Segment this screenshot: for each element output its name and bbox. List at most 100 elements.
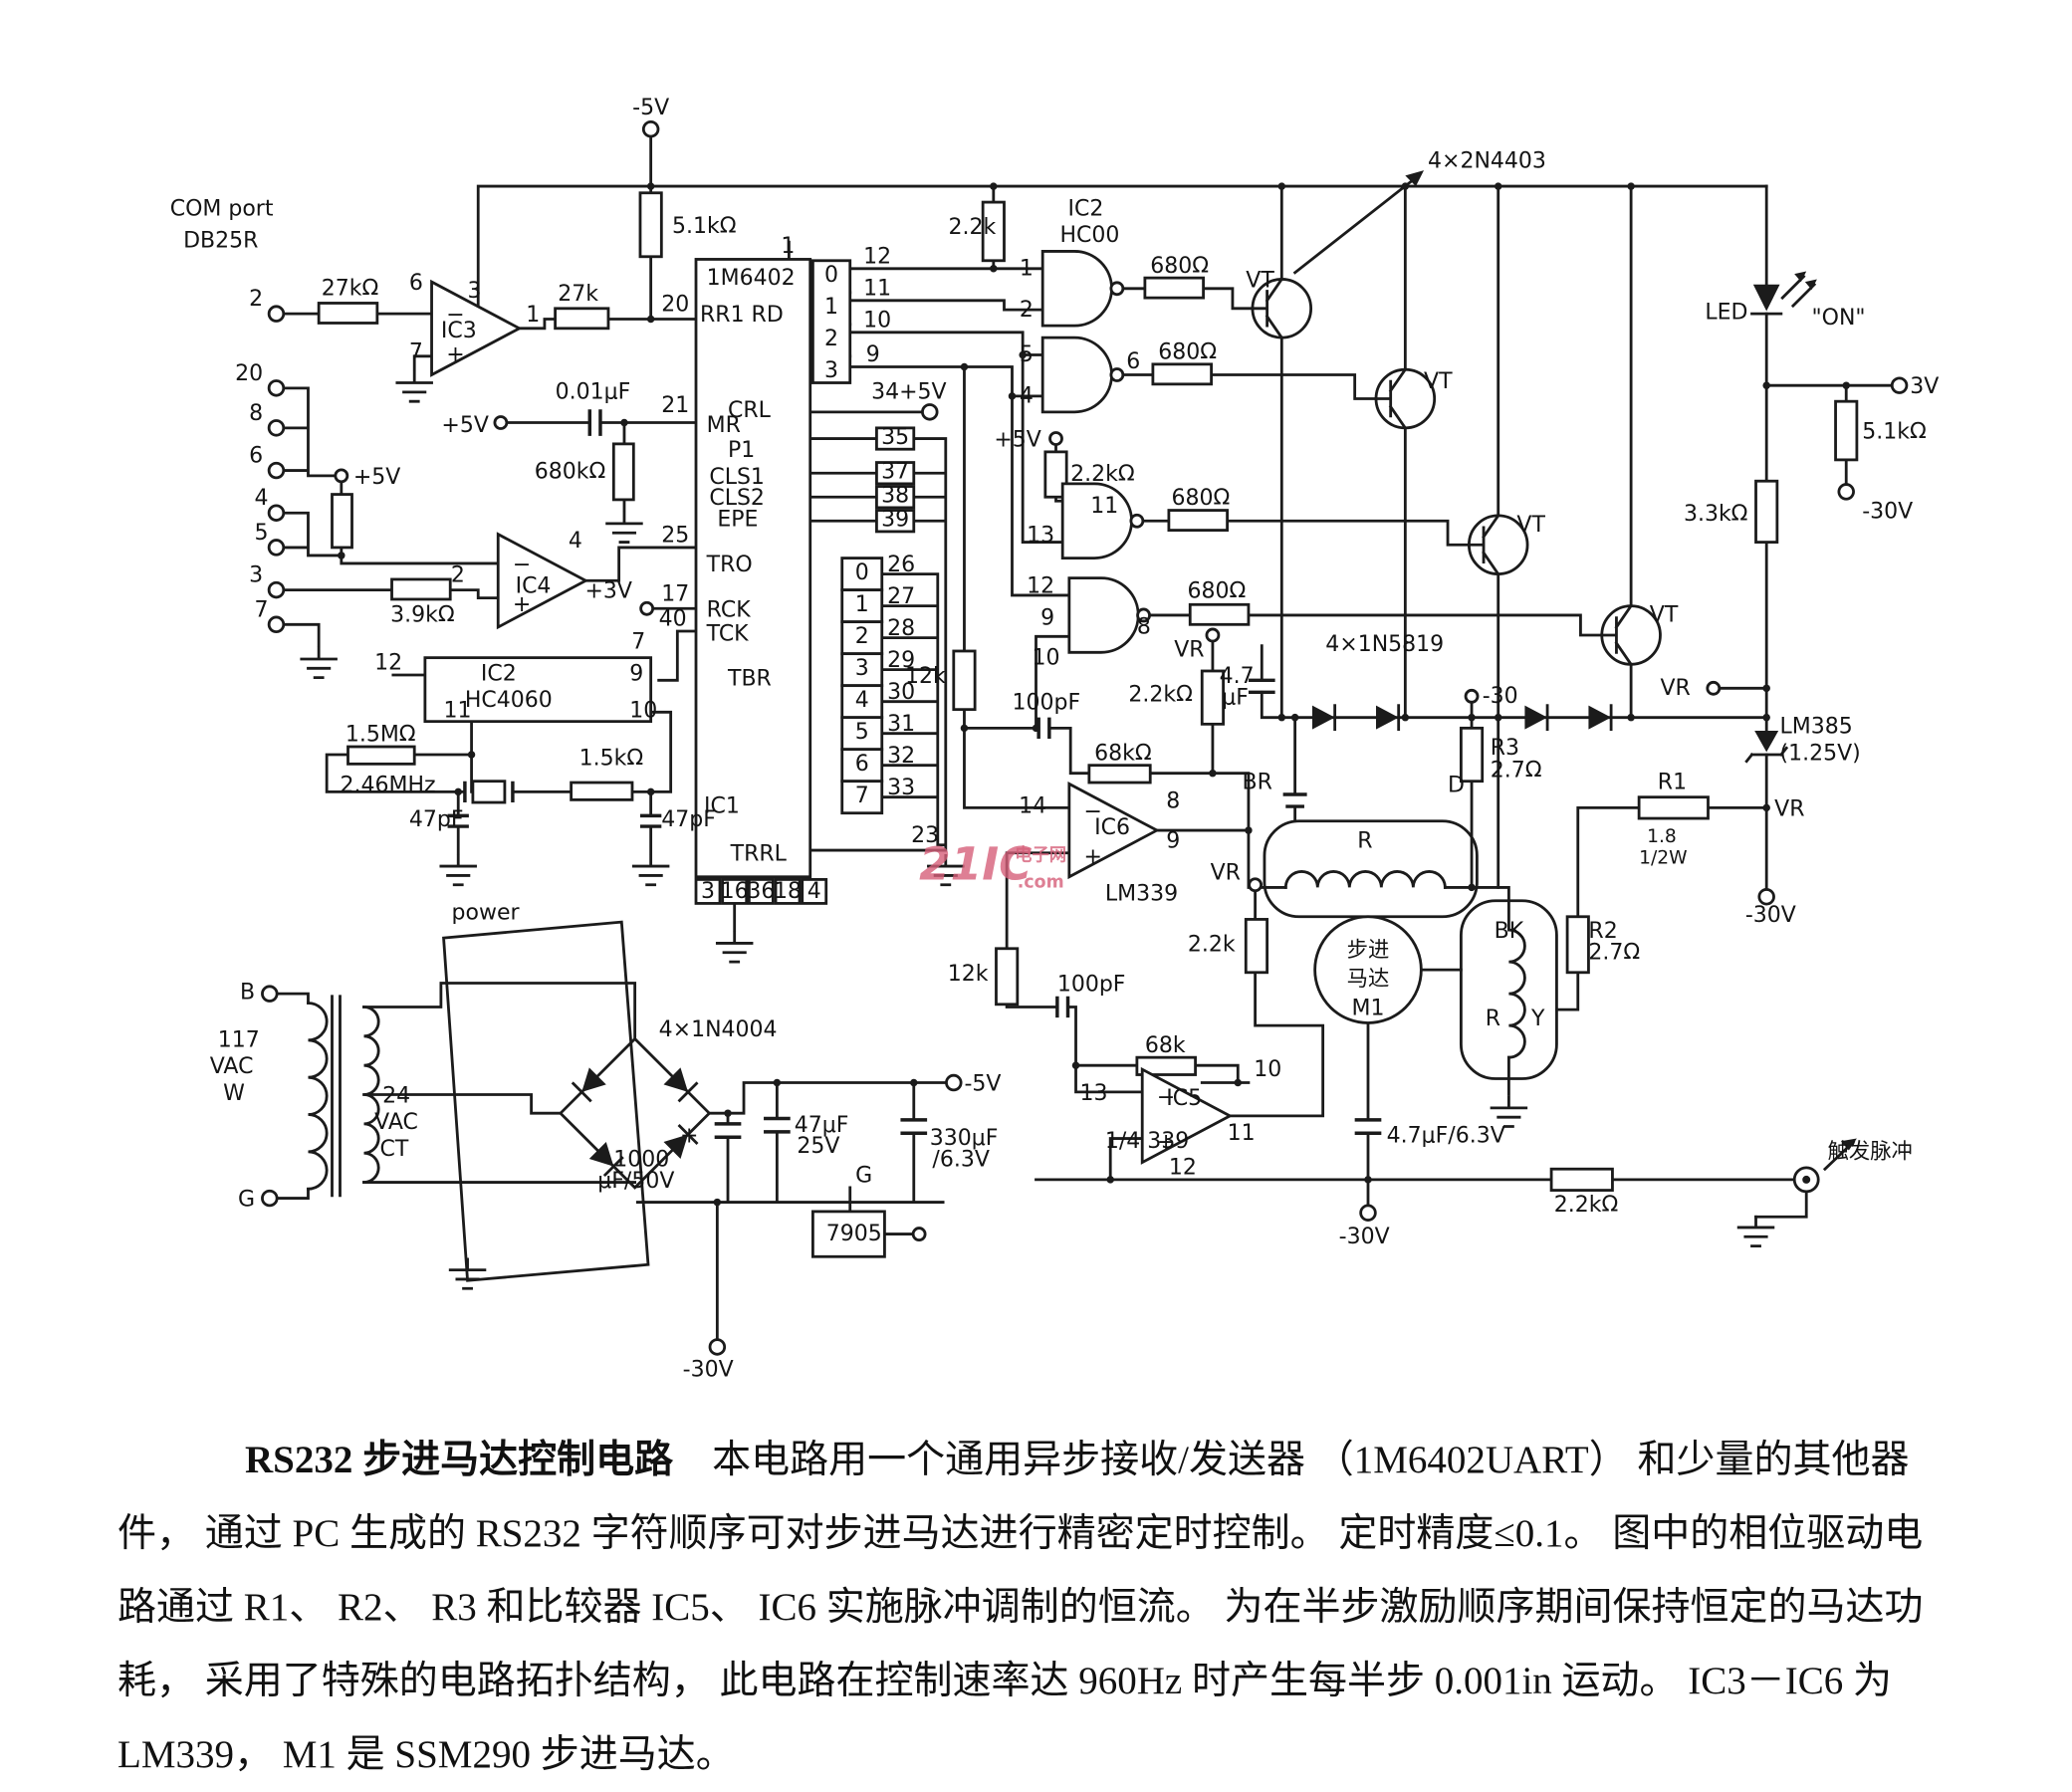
schematic-label: G (238, 1188, 255, 1213)
schematic-label: R (1357, 828, 1372, 853)
terminal-neg30v-right (1837, 483, 1855, 501)
schematic-label: 47pF (661, 807, 716, 832)
schematic-label: 23 (911, 823, 939, 848)
terminal-neg5v-out (945, 1073, 963, 1092)
resistor-5.1k-top (638, 191, 663, 259)
resistor-2.2k-rail (981, 200, 1006, 263)
schematic-label: W (223, 1081, 245, 1106)
resistor-2.2k-trigger (1549, 1167, 1614, 1192)
schematic-label: 680Ω (1172, 486, 1231, 511)
schematic-label: VT (1246, 268, 1274, 293)
schematic-label: (1.25V) (1780, 741, 1861, 766)
schematic-label: 31 (887, 712, 915, 737)
schematic-label: 1/2W (1639, 847, 1687, 868)
schematic-label: 马达 (1347, 967, 1390, 992)
wires-gate-outputs (1120, 287, 1604, 776)
schematic-label: 1M6402 (707, 266, 796, 291)
schematic-label: 2 (249, 287, 263, 312)
ground-symbol (395, 370, 433, 403)
schematic-label: 7 (855, 784, 869, 808)
schematic-label: Y (1530, 1007, 1545, 1031)
ground-symbol (1736, 1215, 1775, 1247)
terminal-neg30v-r1 (1757, 888, 1775, 906)
schematic-label: 13 (1027, 524, 1054, 549)
schematic-label: + (513, 592, 531, 617)
schematic-label: /6.3V (932, 1148, 989, 1173)
schematic-label: 3 (855, 656, 869, 681)
schematic-label: 68kΩ (1094, 741, 1152, 766)
transistor-vt3 (1467, 513, 1529, 576)
resistor-3.3k (1754, 479, 1779, 544)
schematic-label: VR (1174, 637, 1204, 662)
diode-1n5819-3 (1523, 704, 1549, 732)
watermark-text: .com (1018, 872, 1064, 892)
ground-symbol (1490, 1095, 1528, 1128)
resistor-2.2k-motor (1244, 918, 1269, 975)
schematic-label: μF (1222, 685, 1249, 710)
terminal-neg30-r3 (1464, 688, 1480, 704)
schematic-label: 40 (659, 607, 687, 632)
terminal-b (261, 985, 279, 1003)
junction-dots (338, 182, 1850, 1207)
schematic-label: -30V (683, 1357, 734, 1382)
schematic-label: 6 (409, 271, 423, 296)
schematic-label: 8 (249, 401, 263, 426)
schematic-label: IC5 (1166, 1086, 1202, 1111)
transformer-secondary-coil (362, 1006, 380, 1184)
schematic-label: 11 (1228, 1121, 1256, 1146)
schematic-label: +5V (441, 413, 488, 438)
schematic-label: 1.5MΩ (345, 723, 416, 748)
schematic-label: 33 (887, 776, 915, 800)
schematic-label: 34+5V (871, 380, 946, 405)
ic1-bottom-pin-box (774, 878, 802, 905)
schematic-label: 680Ω (1150, 254, 1209, 279)
ic3-comparator (430, 279, 523, 377)
schematic-label: 4 (569, 529, 582, 554)
schematic-label: P1 (728, 438, 755, 463)
terminal-vr-motor (1248, 877, 1264, 893)
resistors (317, 191, 1859, 1192)
schematic-label: 28 (887, 616, 915, 641)
schematic-label: 1 (824, 295, 838, 320)
schematic-label: 39 (881, 508, 909, 533)
ic1-pin-box-38 (875, 485, 916, 510)
schematic-label: 7 (631, 629, 645, 654)
schematic-label: 680Ω (1158, 339, 1217, 364)
schematic-label: 6 (249, 444, 263, 469)
schematic-label: -30V (1862, 500, 1913, 525)
schematic-label: M1 (1352, 996, 1385, 1020)
schematic-label: 2.2kΩ (1128, 683, 1193, 708)
schematic-label: 12 (374, 651, 402, 676)
terminal-5v-mr (493, 415, 509, 430)
ground-symbol (605, 511, 643, 544)
schematic-label: -5V (632, 96, 669, 120)
schematic-label: 5.1kΩ (1862, 420, 1927, 445)
ic1-pin-box-35 (875, 426, 916, 451)
ic4-comparator (496, 532, 589, 630)
schematic-label: 8 (1166, 788, 1180, 813)
schematic-label: 11 (1090, 494, 1118, 519)
schematic-label: 触发脉冲 (1828, 1140, 1913, 1165)
terminal-vr-mid (1706, 680, 1722, 696)
schematic-label: 5 (254, 521, 268, 546)
schematic-label: 9 (1040, 605, 1054, 630)
schematic-label: VAC (374, 1110, 418, 1135)
schematic-label: 25 (661, 524, 689, 549)
terminal-neg5v-top (641, 119, 660, 138)
schematic-label: 6 (1126, 349, 1140, 374)
schematic-label: EPE (717, 508, 758, 533)
terminal-neg30v-bottom (708, 1338, 727, 1356)
schematic-label: 9 (866, 342, 880, 367)
schematic-label: -5V (964, 1072, 1001, 1097)
terminal-com-pin (267, 504, 286, 522)
terminal-vr-g4 (1205, 627, 1221, 643)
schematic-label: 21 (661, 393, 689, 418)
schematic-label: 16 (721, 879, 749, 904)
schematic-label: TRRL (730, 842, 788, 867)
resistor-27k-in (317, 302, 379, 325)
schematic-label: 32 (887, 744, 915, 769)
schematic-label: 2.7Ω (1588, 940, 1640, 965)
wires-right-column (1035, 184, 1893, 1219)
resistor-5.1k-right (1834, 399, 1859, 462)
motor-coil-a (1283, 870, 1447, 889)
